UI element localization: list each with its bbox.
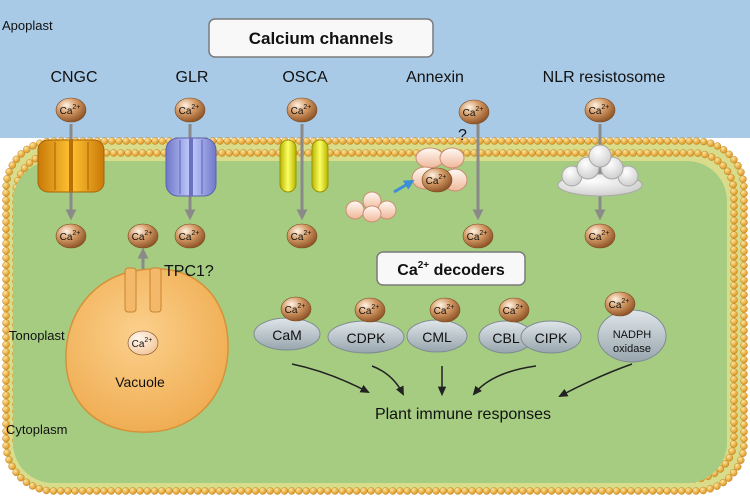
apoplast-label: Apoplast — [2, 18, 53, 33]
calcium-ion-label: Ca2+ — [291, 230, 312, 243]
calcium-ion: Ca2+ — [584, 223, 616, 249]
calcium-ion: Ca2+ — [174, 223, 206, 249]
calcium-channels-title: Calcium channels — [249, 29, 394, 48]
calcium-ion-label: Ca2+ — [463, 106, 484, 119]
calcium-ion-label: Ca2+ — [503, 304, 524, 317]
arrow-cbl-cipk — [472, 365, 537, 396]
decoder-cml: CML — [406, 319, 468, 353]
decoders-box — [376, 251, 526, 286]
calcium-ion-label: Ca2+ — [132, 230, 153, 243]
calcium-ion-label: Ca2+ — [359, 304, 380, 317]
output-label: Plant immune responses — [375, 406, 551, 423]
channel-label-annexin: Annexin — [406, 69, 464, 86]
calcium-ion-label: Ca2+ — [60, 104, 81, 117]
decoder-cbl: CBL — [478, 320, 534, 354]
calcium-ion: Ca2+ — [286, 97, 318, 123]
calcium-ion: Ca2+ — [55, 223, 87, 249]
decoder-label-oxidase: oxidase — [613, 343, 651, 355]
decoder-label-cbl: CBL — [492, 330, 519, 346]
decoder-label-cdpk: CDPK — [347, 330, 387, 346]
tonoplast-label: Tonoplast — [9, 328, 65, 343]
calcium-ion: Ca2+ — [421, 167, 453, 193]
arrow-cam — [291, 363, 370, 393]
calcium-channels-box — [208, 18, 434, 58]
calcium-ion: Ca2+ — [127, 223, 159, 249]
channel-label-cngc: CNGC — [50, 69, 97, 86]
decoder-label-cml: CML — [422, 329, 452, 345]
channel-label-osca: OSCA — [282, 69, 328, 86]
decoder-cam: CaM — [253, 317, 321, 351]
annexin-translocation-arrow — [393, 179, 415, 194]
calcium-ion-label: Ca2+ — [589, 230, 610, 243]
channel-label-nlr: NLR resistosome — [543, 69, 666, 86]
decoder-cdpk: CDPK — [327, 320, 405, 354]
osca-channel-icon — [279, 139, 329, 193]
arrow-cdpk — [371, 365, 404, 396]
calcium-ion-label: Ca2+ — [179, 230, 200, 243]
cytoplasm-label: Cytoplasm — [6, 422, 67, 437]
decoder-cipk: CIPK — [520, 320, 582, 354]
decoders-title: Ca2+ decoders — [397, 260, 505, 279]
calcium-ion: Ca2+ — [174, 97, 206, 123]
nlr-resistosome-icon — [557, 144, 643, 197]
cngc-channel-icon — [37, 139, 105, 193]
decoder-shape — [520, 320, 582, 354]
decoder-label-cam: CaM — [272, 327, 302, 343]
glr-channel-icon — [165, 137, 217, 197]
calcium-ion-label: Ca2+ — [589, 104, 610, 117]
channel-label-glr: GLR — [176, 69, 209, 86]
decoder-label-nadph: NADPH — [613, 329, 652, 341]
calcium-ion-label: Ca2+ — [467, 230, 488, 243]
calcium-ion-label: Ca2+ — [60, 230, 81, 243]
calcium-ion: Ca2+ — [286, 223, 318, 249]
calcium-ion: Ca2+ — [127, 330, 159, 356]
calcium-ion-label: Ca2+ — [434, 304, 455, 317]
calcium-ion: Ca2+ — [429, 297, 461, 323]
calcium-ion-label: Ca2+ — [426, 174, 447, 187]
calcium-ion: Ca2+ — [458, 99, 490, 125]
calcium-ion: Ca2+ — [280, 296, 312, 322]
calcium-ion-label: Ca2+ — [609, 298, 630, 311]
calcium-ion-label: Ca2+ — [179, 104, 200, 117]
decoder-label-cipk: CIPK — [535, 330, 568, 346]
tpc1-channel-icon — [124, 267, 162, 313]
calcium-ion-label: Ca2+ — [291, 104, 312, 117]
calcium-ion: Ca2+ — [55, 97, 87, 123]
calcium-ion: Ca2+ — [584, 97, 616, 123]
calcium-ion: Ca2+ — [354, 297, 386, 323]
tpc1-label: TPC1? — [164, 263, 214, 280]
annexin-unknown-mark: ? — [458, 127, 467, 144]
calcium-ion: Ca2+ — [462, 223, 494, 249]
cytosolic-annexin-icon — [345, 191, 397, 223]
calcium-ion-label: Ca2+ — [132, 337, 153, 350]
decoder-nadph-oxidase: NADPH oxidase — [597, 309, 667, 363]
calcium-ions: Ca2+ Ca2+ Ca2+ Ca2+ Ca2+ Ca2+ Ca2+ Ca2+ Ca2+ Ca2+… — [55, 97, 636, 356]
calcium-ion: Ca2+ — [604, 291, 636, 317]
calcium-ion-label: Ca2+ — [285, 303, 306, 316]
vacuole-label: Vacuole — [115, 374, 165, 390]
decoder-output-arrows — [291, 363, 633, 397]
arrow-nadph — [558, 363, 633, 397]
calcium-ion: Ca2+ — [498, 297, 530, 323]
